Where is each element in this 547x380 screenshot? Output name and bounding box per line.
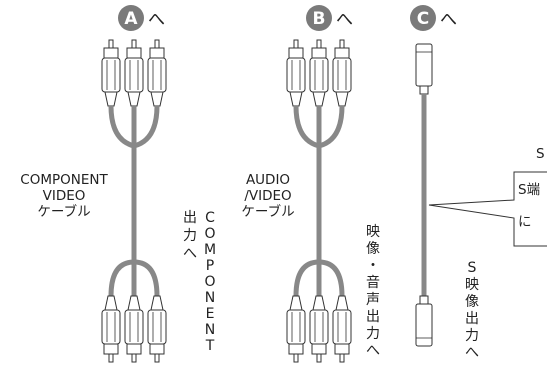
s-video-plug-bottom xyxy=(415,295,433,347)
cable-b-group: B へ AUDIO /VIDEO ケーブル 映 像 ・ 音 声 出 力 へ xyxy=(241,5,380,363)
cable-b-wire xyxy=(293,105,345,297)
cable-c-vertical-char: S xyxy=(468,260,477,276)
cable-a-label-line-3: ケーブル xyxy=(37,203,90,220)
marker-c-direction: へ xyxy=(440,10,457,30)
marker-b-direction: へ xyxy=(336,10,353,30)
top-plug-left xyxy=(101,39,121,107)
s-video-plug-top xyxy=(415,43,433,95)
marker-c: C xyxy=(410,5,436,31)
cable-a-vertical-2-char: C xyxy=(205,210,215,226)
top-plug-right xyxy=(332,39,352,107)
marker-a: A xyxy=(118,5,144,31)
cable-b-vertical-char: 力 xyxy=(366,326,380,342)
cable-b-vertical-char: ・ xyxy=(366,258,380,274)
cable-a-vertical-2-char: O xyxy=(204,226,215,242)
cable-c-vertical-char: 映 xyxy=(465,277,479,293)
cable-a-vertical-1-char: へ xyxy=(183,246,197,262)
bottom-plug-right xyxy=(332,295,352,363)
callout-line-2: に xyxy=(518,214,532,230)
cable-a-label-line-1: COMPONENT xyxy=(20,172,108,188)
cable-a-vertical-2-char: N xyxy=(205,322,215,338)
top-plug-right xyxy=(147,39,167,107)
callout-line-1: S端 xyxy=(518,182,540,198)
cable-a-vertical-2-char: P xyxy=(206,258,214,274)
cable-b-label-line-3: ケーブル xyxy=(241,203,294,220)
marker-a-letter: A xyxy=(124,9,138,29)
cable-a-vertical-2-char: N xyxy=(205,290,215,306)
cable-a-vertical-2-char: T xyxy=(205,338,215,354)
cable-a-vertical-2-char: E xyxy=(206,306,215,322)
bottom-plug-left xyxy=(101,295,121,363)
bottom-plug-left xyxy=(286,295,306,363)
marker-b-letter: B xyxy=(313,9,326,29)
marker-b: B xyxy=(306,5,332,31)
cable-a-label-line-2: VIDEO xyxy=(43,188,86,204)
callout: S S端 に xyxy=(428,146,547,247)
cable-b-vertical-char: 像 xyxy=(366,241,380,257)
top-plug-center xyxy=(309,39,329,107)
callout-header: S xyxy=(536,146,545,162)
cable-c-vertical-char: 像 xyxy=(465,294,479,310)
cable-a-vertical-2-char: O xyxy=(204,274,215,290)
cable-a-vertical-1-char: 出 xyxy=(183,210,197,226)
marker-a-direction: へ xyxy=(148,10,165,30)
cable-c-group: C へ S 映 像 出 力 へ xyxy=(410,5,479,361)
cable-c-vertical-char: 出 xyxy=(465,311,479,327)
cable-a-vertical-1-char: 力 xyxy=(183,228,197,244)
cable-b-vertical-char: へ xyxy=(366,343,380,359)
cable-b-vertical-char: 出 xyxy=(366,309,380,325)
top-plug-center xyxy=(124,39,144,107)
cable-b-label-line-1: AUDIO xyxy=(246,172,290,188)
cable-c-vertical-char: 力 xyxy=(465,328,479,344)
top-plug-left xyxy=(286,39,306,107)
cable-b-vertical-char: 映 xyxy=(366,224,380,240)
callout-box xyxy=(428,171,547,247)
bottom-plug-center xyxy=(309,295,329,363)
cable-c-vertical-char: へ xyxy=(465,345,479,361)
cable-b-vertical-char: 声 xyxy=(366,292,380,308)
bottom-plug-right xyxy=(147,295,167,363)
cable-b-vertical-char: 音 xyxy=(366,274,380,291)
cable-b-label-line-2: /VIDEO xyxy=(244,188,291,204)
marker-c-letter: C xyxy=(417,9,429,29)
cable-a-vertical-2-char: M xyxy=(204,242,216,258)
cable-a-group: A へ COMPONENT VIDEO ケーブル 出 力 へ C O M P O… xyxy=(20,5,216,363)
cable-a-wire xyxy=(108,105,160,297)
bottom-plug-center xyxy=(124,295,144,363)
